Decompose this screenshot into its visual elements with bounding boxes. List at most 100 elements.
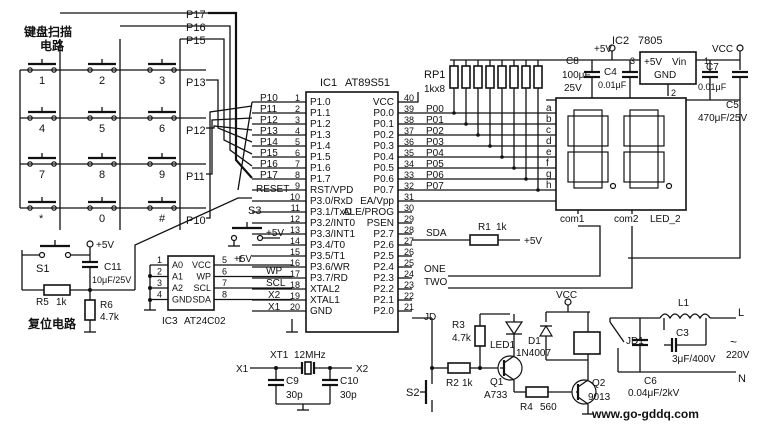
key-label-2: 3: [159, 75, 165, 87]
inductor-l1: [659, 313, 711, 320]
driver-vcc-label: VCC: [556, 290, 577, 301]
mcu-pin-name: VCC: [373, 97, 394, 108]
mains-l: L: [738, 307, 744, 319]
mcu-pin-net: P15: [260, 148, 278, 159]
net-x2-label: X2: [268, 290, 281, 301]
q1-label: Q1: [490, 377, 504, 388]
mcu-pin-num: 7: [295, 159, 300, 169]
bus-p14: [237, 101, 253, 191]
c11-value: 10μF/25V: [92, 275, 131, 285]
s3-vcc-label: +5V: [266, 228, 284, 239]
seven-seg-dp: [665, 182, 673, 190]
ic2-pin3: 3: [630, 56, 635, 66]
rp1-element: [521, 65, 531, 89]
mcu-pin-name: RST/VPD: [310, 185, 353, 196]
key-label-3: 4: [39, 123, 45, 135]
ee-pin-num: 8: [222, 290, 227, 300]
ee-vcc-label: +5V: [234, 254, 252, 265]
mcu-pin-num: 20: [290, 302, 300, 312]
relay-driver: S2 R2 1k R3 4.7k Q1 A733 LED1 R4 560: [406, 290, 644, 415]
seven-seg-segment: [629, 109, 659, 117]
key-label-5: 6: [159, 123, 165, 135]
mcu-pin-num: 34: [404, 159, 414, 169]
ic2-pin2: 2: [671, 88, 676, 98]
mcu-pin-net: P01: [426, 115, 444, 126]
seven-seg-segment: [601, 151, 609, 183]
mcu-pin-name: ALE/PROG: [343, 207, 394, 218]
ee-pin-num: 4: [157, 290, 162, 300]
ee-pin-name: A0: [172, 260, 183, 270]
net-one: ONE: [424, 264, 446, 275]
rp1-element: [497, 65, 507, 89]
r6-value: 4.7k: [100, 312, 120, 323]
keypad-title-2: 电路: [40, 38, 65, 53]
mcu-pin-num: 38: [404, 115, 414, 125]
c8-label: C8: [566, 56, 579, 67]
c5-label: C5: [726, 100, 739, 111]
seven-seg-segment: [573, 145, 603, 153]
ee-pin-name: SDA: [192, 295, 211, 305]
ic2-pin1: 1: [704, 56, 709, 66]
mcu-pin-num: 33: [404, 170, 414, 180]
mcu-pin-num: 23: [404, 280, 414, 290]
row-label-p11: P11: [186, 171, 205, 183]
mcu-pin-num: 17: [290, 269, 300, 279]
mcu-pin-num: 14: [290, 236, 300, 246]
ee-pin-num: 6: [222, 267, 227, 277]
ee-pin-num: 2: [157, 267, 162, 277]
mcu-pin-num: 2: [295, 104, 300, 114]
mcu-pin-net: P13: [260, 126, 278, 137]
ic2-part: 7805: [638, 35, 662, 47]
reset-wire: [134, 197, 252, 290]
r3-label: R3: [452, 320, 465, 331]
mcu-pin-num: 1: [295, 93, 300, 103]
c9-value: 30p: [286, 390, 303, 401]
resistor-pack-rp1: RP1 1kx8: [424, 59, 546, 192]
mcu-pin-num: 30: [404, 203, 414, 213]
reset-circuit: 复位电路 S1 +5V C11 10μF/25V R5 1k R6 4.7k: [21, 184, 289, 333]
ee-pin-name: WP: [197, 272, 212, 282]
key-label-7: 8: [99, 169, 105, 181]
display-name: LED_2: [650, 214, 681, 225]
ic2-out: +5V: [644, 57, 662, 68]
mcu-pin-num: 24: [404, 269, 414, 279]
key-label-1: 2: [99, 75, 105, 87]
reset-title: 复位电路: [27, 316, 77, 331]
r4-value: 560: [540, 402, 557, 413]
s2-label: S2: [406, 387, 419, 399]
c10-label: C10: [340, 376, 359, 387]
mcu-pin-net: P16: [260, 159, 278, 170]
com2-label: com2: [614, 214, 639, 225]
mcu-pin-net: P02: [426, 126, 444, 137]
mcu-pin-name: P0.5: [373, 163, 394, 174]
mcu-pin-num: 22: [404, 291, 414, 301]
r5-value: 1k: [56, 297, 68, 308]
key-label-11: #: [159, 213, 166, 225]
crystal-xt1: XT1 12MHz X1 X2 C9 30p C10 30p: [236, 350, 369, 411]
seven-seg-segment: [567, 151, 575, 183]
mcu-pin-name: P0.1: [373, 119, 394, 130]
c4-label: C4: [604, 67, 617, 78]
c3-value: 3μF/400V: [672, 354, 716, 365]
seven-seg-segment: [623, 115, 631, 147]
vcc-tie: [412, 92, 419, 103]
mcu-pin-name: P1.4: [310, 141, 331, 152]
r6-label: R6: [100, 300, 113, 311]
ee-pin-num: 3: [157, 278, 162, 288]
c8-value-2: 25V: [564, 83, 582, 94]
ic2-gnd: GND: [654, 70, 676, 81]
mcu-pin-name: P0.6: [373, 174, 394, 185]
ee-pin-num: 5: [222, 255, 227, 265]
bus-p12: [206, 125, 253, 131]
ee-pin-num: 7: [222, 278, 227, 288]
rp1-element: [509, 65, 519, 89]
mains-input: L1 L N C3 3μF/400V C6 0.04μF/2kV ~ 220V: [610, 100, 750, 399]
bus-p16: [208, 25, 253, 167]
mcu-pin-name: XTAL2: [310, 284, 340, 295]
mcu-pin-num: 16: [290, 258, 300, 268]
ic3-name: IC3: [162, 316, 178, 327]
com1-label: com1: [560, 214, 585, 225]
